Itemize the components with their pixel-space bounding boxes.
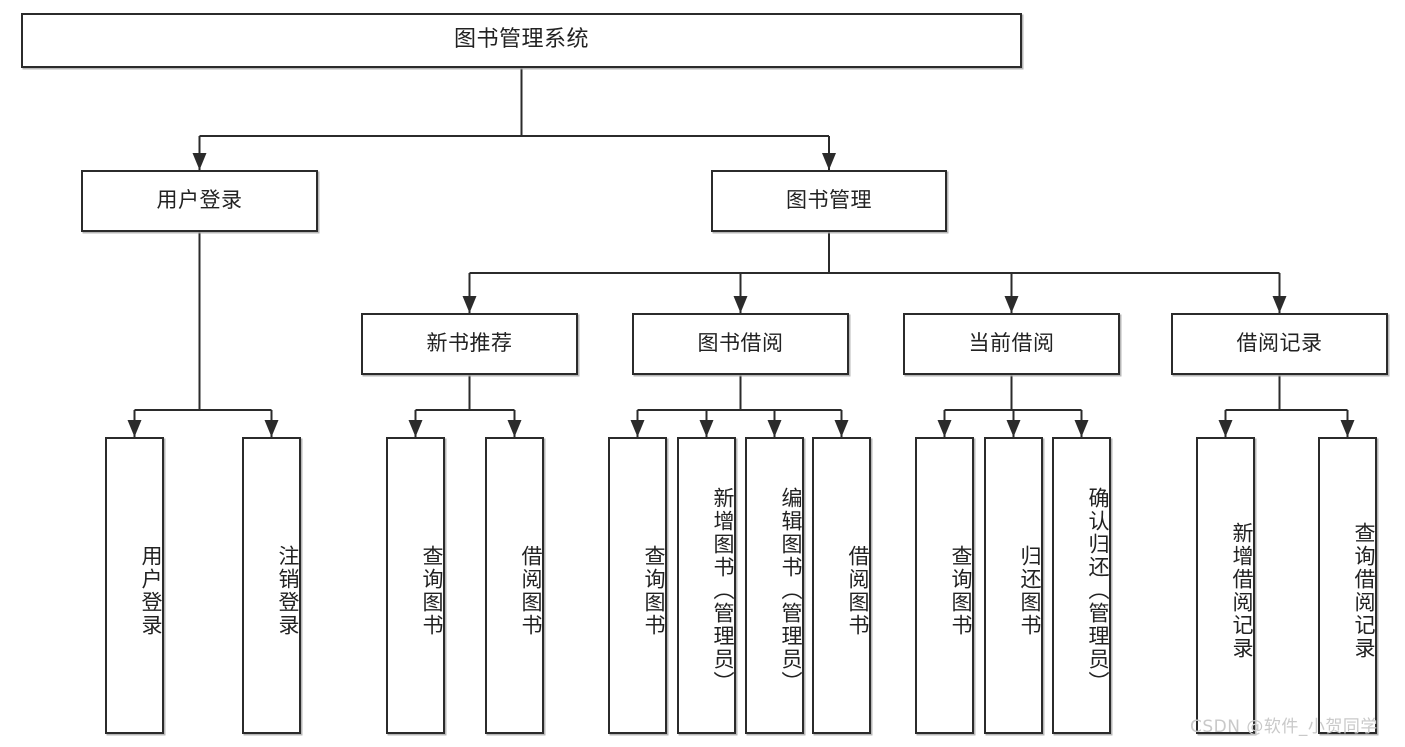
- node-leaf-bor-query[interactable]: 查询图书: [608, 437, 667, 734]
- node-l2-user[interactable]: 用户登录: [81, 170, 318, 232]
- arrowhead-l2-book: [822, 153, 836, 170]
- node-label: 借阅图书: [519, 544, 543, 637]
- node-label: 确认归还（管理员）: [1086, 487, 1110, 694]
- arrowhead-leaf-rec-query: [1340, 420, 1355, 437]
- node-leaf-cur-confirm[interactable]: 确认归还（管理员）: [1052, 437, 1111, 734]
- node-leaf-new-borrow[interactable]: 借阅图书: [485, 437, 544, 734]
- arrowhead-l3-newbook: [462, 296, 477, 313]
- node-leaf-rec-query[interactable]: 查询借阅记录: [1318, 437, 1377, 734]
- node-leaf-user-logout[interactable]: 注销登录: [242, 437, 301, 734]
- arrowhead-leaf-rec-add: [1218, 420, 1233, 437]
- node-leaf-cur-query[interactable]: 查询图书: [915, 437, 974, 734]
- node-label: 查询图书: [420, 544, 444, 637]
- node-label: 查询借阅记录: [1352, 521, 1376, 660]
- node-l3-record[interactable]: 借阅记录: [1171, 313, 1388, 375]
- node-label: 归还图书: [1018, 544, 1042, 637]
- arrowhead-leaf-new-query: [408, 420, 423, 437]
- arrowhead-leaf-bor-add: [699, 420, 714, 437]
- node-label: 用户登录: [139, 544, 163, 637]
- node-leaf-bor-edit[interactable]: 编辑图书（管理员）: [745, 437, 804, 734]
- arrowhead-l3-record: [1272, 296, 1287, 313]
- node-root[interactable]: 图书管理系统: [21, 13, 1022, 68]
- node-l3-current[interactable]: 当前借阅: [903, 313, 1120, 375]
- node-leaf-rec-add[interactable]: 新增借阅记录: [1196, 437, 1255, 734]
- node-label: 新增图书（管理员）: [711, 487, 735, 694]
- node-label: 注销登录: [276, 544, 300, 637]
- node-leaf-new-query[interactable]: 查询图书: [386, 437, 445, 734]
- node-leaf-user-login[interactable]: 用户登录: [105, 437, 164, 734]
- node-label: 查询图书: [949, 544, 973, 637]
- arrowhead-leaf-user-login: [127, 420, 142, 437]
- node-leaf-bor-add[interactable]: 新增图书（管理员）: [677, 437, 736, 734]
- node-label: 编辑图书（管理员）: [779, 487, 803, 694]
- node-label: 用户登录: [156, 188, 243, 213]
- arrowhead-leaf-cur-return: [1006, 420, 1021, 437]
- arrowhead-l3-current: [1004, 296, 1019, 313]
- node-label: 图书管理: [786, 188, 872, 213]
- arrowhead-leaf-cur-confirm: [1074, 420, 1089, 437]
- node-label: 借阅图书: [846, 544, 870, 637]
- node-leaf-cur-return[interactable]: 归还图书: [984, 437, 1043, 734]
- node-label: 借阅记录: [1236, 331, 1323, 356]
- arrowhead-leaf-cur-query: [937, 420, 952, 437]
- node-l2-book[interactable]: 图书管理: [711, 170, 947, 232]
- arrowhead-leaf-user-logout: [264, 420, 279, 437]
- node-label: 图书管理系统: [453, 27, 589, 53]
- node-label: 当前借阅: [968, 331, 1055, 356]
- arrowhead-l3-borrow: [733, 296, 748, 313]
- node-label: 新增借阅记录: [1230, 521, 1254, 660]
- arrowhead-leaf-bor-edit: [767, 420, 782, 437]
- node-label: 图书借阅: [697, 331, 784, 356]
- node-leaf-bor-borrow[interactable]: 借阅图书: [812, 437, 871, 734]
- node-l3-newbook[interactable]: 新书推荐: [361, 313, 578, 375]
- node-label: 新书推荐: [426, 331, 513, 356]
- node-l3-borrow[interactable]: 图书借阅: [632, 313, 849, 375]
- arrowhead-leaf-new-borrow: [507, 420, 522, 437]
- arrowhead-leaf-bor-borrow: [834, 420, 849, 437]
- arrowhead-l2-user: [192, 153, 207, 170]
- arrowhead-leaf-bor-query: [630, 420, 645, 437]
- node-label: 查询图书: [642, 544, 666, 637]
